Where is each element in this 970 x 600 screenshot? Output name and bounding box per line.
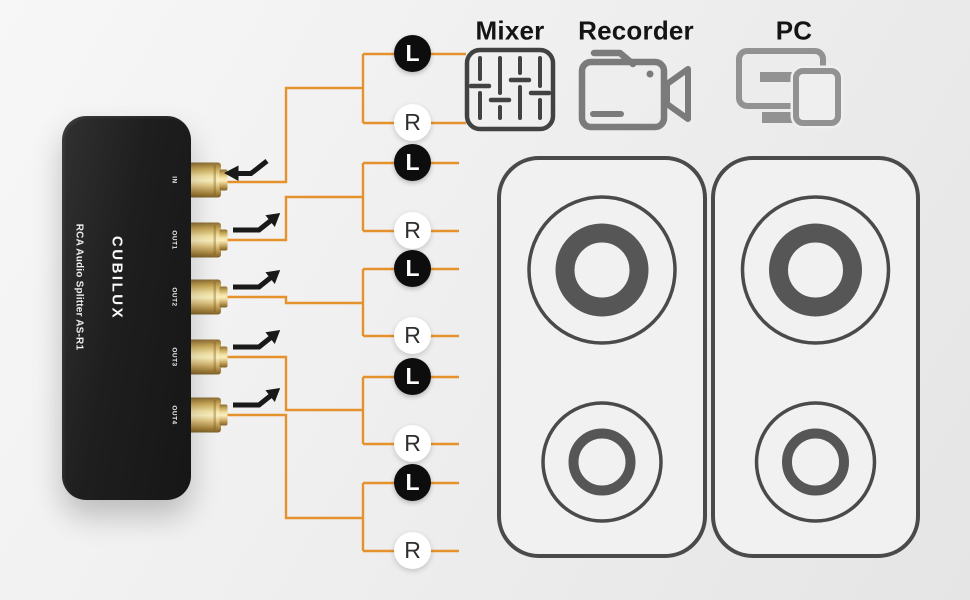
- port-label-out1: OUT1: [170, 230, 178, 250]
- arrow-out4-icon: [233, 388, 281, 408]
- badge-right-out3: R: [394, 425, 431, 462]
- arrow-in-icon: [224, 159, 269, 181]
- signal-arrows: [224, 159, 281, 408]
- tweeter-ring: [782, 428, 849, 496]
- arrow-out3-icon: [233, 330, 281, 350]
- jack-in: [188, 162, 228, 198]
- jack-out4: [188, 397, 228, 433]
- arrow-out2-icon: [233, 270, 281, 290]
- video-camera-icon: [578, 49, 691, 131]
- splitter-device: CUBILUX RCA Audio Splitter AS-R1 IN OUT1…: [62, 116, 191, 500]
- wire-pair-out2: [222, 267, 459, 338]
- jack-out1: [188, 222, 228, 258]
- jack-out3: [188, 339, 228, 375]
- label-pc: PC: [775, 15, 813, 46]
- badge-left-out3: L: [394, 358, 431, 395]
- rca-jacks: [188, 162, 228, 433]
- brand-logo: CUBILUX: [108, 235, 126, 321]
- tweeter-ring: [568, 428, 636, 496]
- woofer-ring: [769, 223, 862, 317]
- speaker-left: [497, 156, 707, 558]
- tweeter-surround: [541, 401, 663, 523]
- badge-right-out1: R: [394, 212, 431, 249]
- woofer-surround: [740, 195, 891, 345]
- wire-pair-out1: [222, 161, 459, 242]
- badge-left-in: L: [394, 35, 431, 72]
- badge-left-out1: L: [394, 144, 431, 181]
- wire-pair-out4: [222, 413, 459, 553]
- arrow-out1-icon: [233, 213, 281, 233]
- wire-pair-out3: [222, 355, 459, 446]
- port-label-out2: OUT2: [170, 287, 178, 307]
- wire-pair-in: [222, 52, 466, 184]
- badge-right-out2: R: [394, 317, 431, 354]
- computer-devices-icon: [736, 48, 844, 129]
- tweeter-surround: [754, 401, 877, 523]
- label-mixer: Mixer: [475, 15, 545, 46]
- mixer-sliders-icon: [464, 47, 556, 132]
- badge-left-out4: L: [394, 464, 431, 501]
- port-label-out3: OUT3: [170, 347, 178, 367]
- jack-out2: [188, 279, 228, 315]
- port-label-out4: OUT4: [170, 405, 178, 425]
- label-recorder: Recorder: [578, 15, 694, 46]
- speaker-pair: [497, 156, 920, 558]
- badge-right-out4: R: [394, 532, 431, 569]
- model-label: RCA Audio Splitter AS-R1: [73, 223, 85, 351]
- speaker-right: [711, 156, 920, 558]
- woofer-surround: [527, 195, 677, 345]
- woofer-ring: [555, 223, 649, 317]
- badge-left-out2: L: [394, 250, 431, 287]
- badge-right-in: R: [394, 104, 431, 141]
- port-label-in: IN: [170, 176, 178, 184]
- wire-harness: [222, 52, 466, 553]
